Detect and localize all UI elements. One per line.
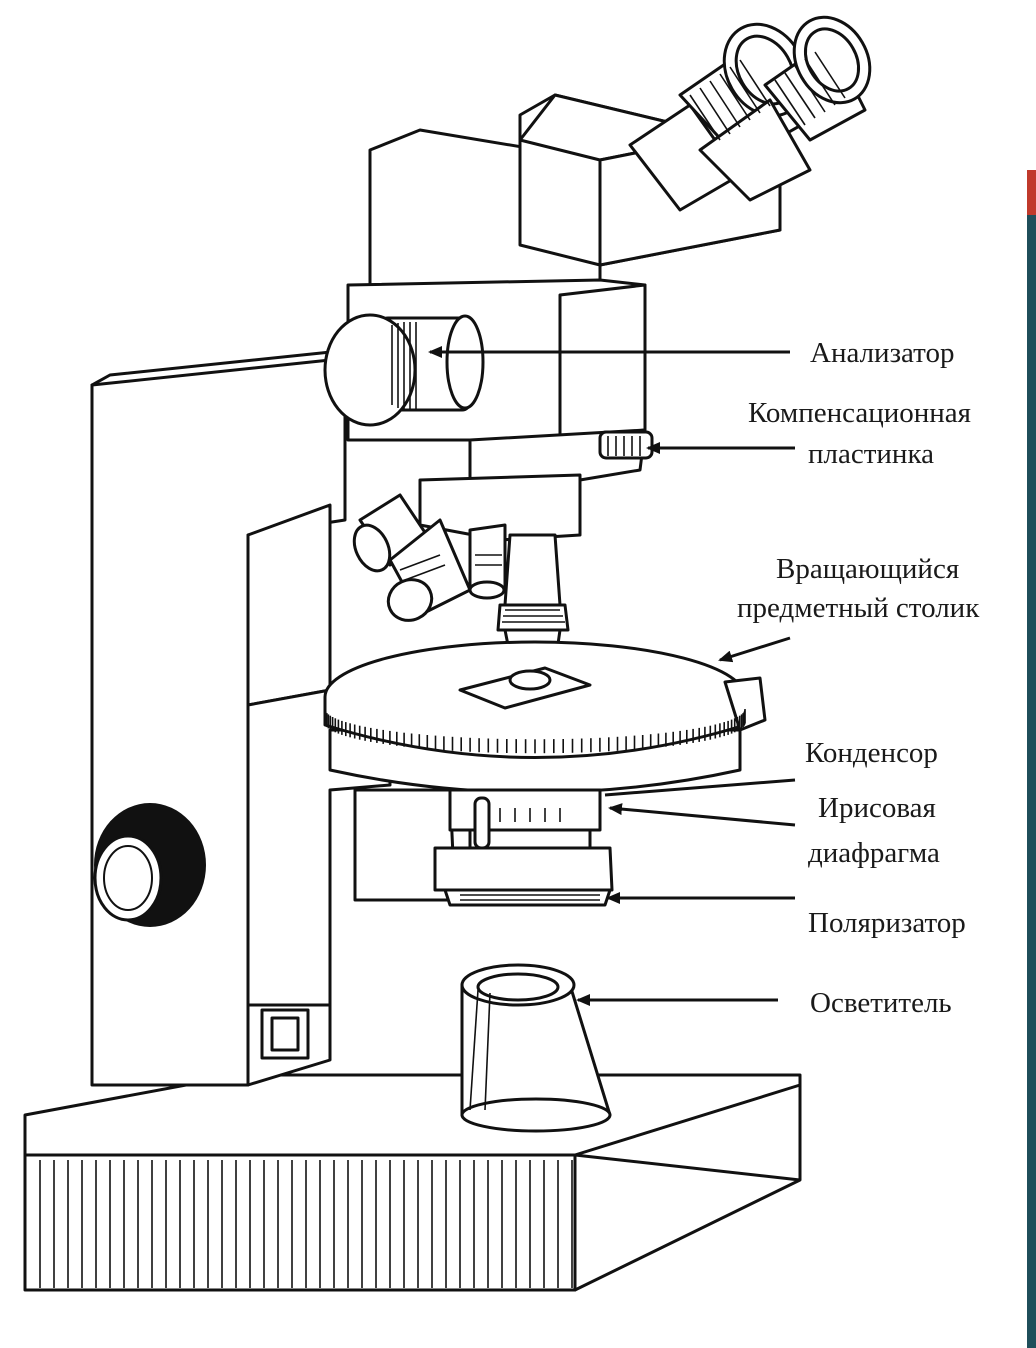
base <box>25 1075 800 1290</box>
label-stage-line1: Вращающийся <box>776 553 959 585</box>
label-condenser: Конденсор <box>805 737 938 769</box>
condenser <box>355 790 612 905</box>
label-illuminator: Осветитель <box>810 987 952 1019</box>
label-compensation-line2: пластинка <box>808 438 934 470</box>
focus-knob <box>94 803 206 927</box>
edge-accent-red <box>1027 170 1036 215</box>
label-iris-line2: диафрагма <box>808 837 940 869</box>
label-stage-line2: предметный столик <box>737 592 980 624</box>
label-analyzer: Анализатор <box>810 337 954 369</box>
analyzer-knob <box>325 315 483 425</box>
label-compensation-line1: Компенсационная <box>748 397 971 429</box>
label-polarizer: Поляризатор <box>808 907 966 939</box>
illuminator <box>462 965 610 1131</box>
rotating-stage <box>325 642 765 793</box>
eyepieces <box>630 4 885 210</box>
compensation-plate <box>600 432 652 458</box>
edge-accent-teal <box>1027 215 1036 1348</box>
labels: Анализатор Компенсационная пластинка Вра… <box>737 337 980 1019</box>
label-iris-line1: Ирисовая <box>818 792 936 824</box>
